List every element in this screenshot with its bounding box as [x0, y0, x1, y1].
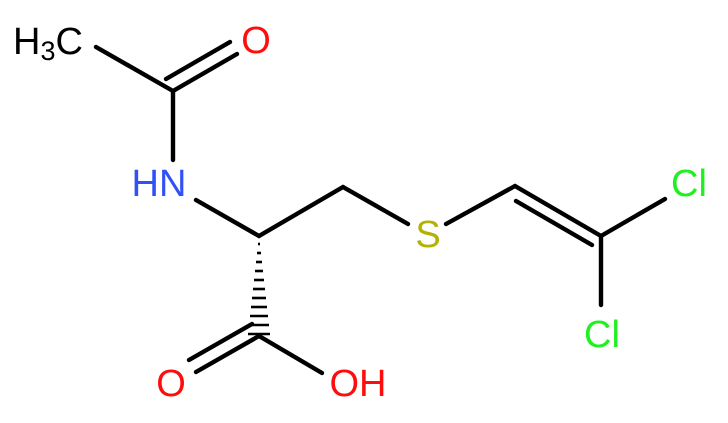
bond-nitrogen-alpha	[193, 197, 262, 239]
bond-vinyl-double-2	[513, 198, 595, 248]
carbonyl-oxygen-label: O	[241, 20, 271, 62]
bond-alpha-methylene	[256, 184, 346, 239]
bond-carbonyl-oxygen-2	[163, 39, 233, 82]
sulfur-label: S	[415, 214, 440, 256]
bond-acid-carbonyl-2	[186, 321, 255, 363]
bond-vinyl-double-1	[512, 183, 604, 239]
methyl-label: H3C	[13, 21, 83, 66]
bond-methyl-carbonyl	[93, 44, 176, 94]
amide-nitrogen-label: HN	[132, 163, 187, 205]
bond-acid-carbonyl-1	[193, 333, 262, 375]
chlorine-1-label: Cl	[671, 163, 707, 205]
bond-carbon-chlorine-1	[598, 196, 668, 239]
acid-hydroxyl-label: OH	[330, 363, 387, 405]
bonds	[93, 39, 668, 376]
bond-sulfur-vinyl	[443, 183, 518, 227]
bond-stereo-hashed-wedge	[248, 242, 270, 336]
atom-labels: H3C O HN S Cl Cl O OH	[13, 20, 707, 405]
bond-carbonyl-oxygen-1	[170, 51, 240, 94]
bond-acid-hydroxyl	[256, 333, 325, 376]
chlorine-2-label: Cl	[584, 314, 620, 356]
bond-methylene-sulfur	[340, 184, 411, 227]
acid-carbonyl-oxygen-label: O	[156, 363, 186, 405]
